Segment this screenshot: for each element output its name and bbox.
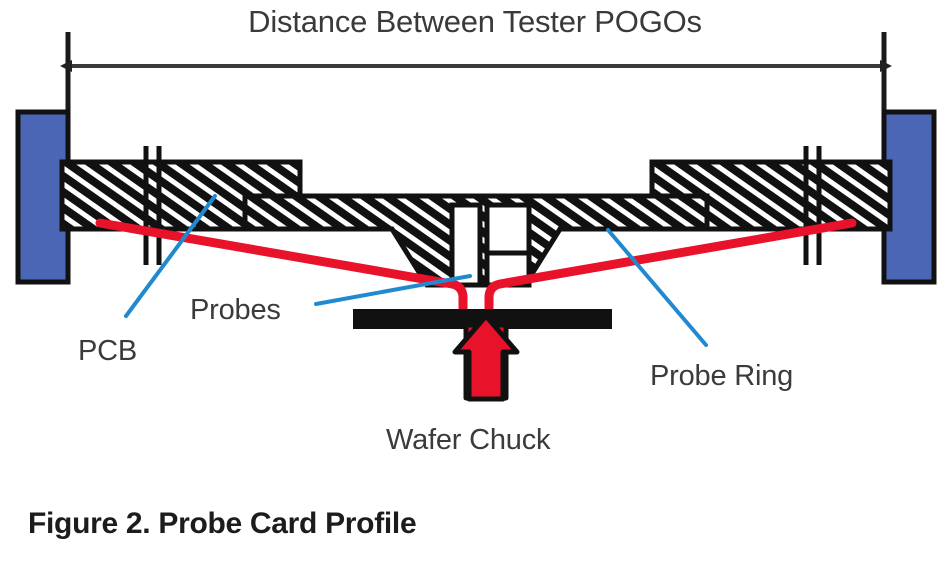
label-probes: Probes [190, 294, 281, 326]
label-pcb: PCB [78, 335, 137, 367]
probe-deflection-lines [95, 218, 857, 321]
diagram-labels: PCB Probes Probe Ring Wafer Chuck [78, 294, 793, 456]
dimension-group: Distance Between Tester POGOs [60, 4, 892, 122]
fastener-screws [143, 146, 822, 265]
probe-line-right [484, 218, 857, 321]
center-cutout-right-upper [484, 202, 532, 256]
leader-lines [124, 194, 708, 347]
figure-caption: Figure 2. Probe Card Profile [28, 507, 416, 540]
dimension-title: Distance Between Tester POGOs [248, 4, 702, 39]
leader-line-probe-ring [606, 228, 708, 347]
center-cutout-left [449, 202, 483, 288]
wafer-chuck-group [353, 309, 612, 402]
wafer-chuck-arrow-shape [452, 313, 520, 402]
probe-line-left [95, 218, 468, 321]
label-probe-ring: Probe Ring [650, 360, 793, 392]
label-wafer-chuck: Wafer Chuck [386, 424, 551, 456]
pcb-probe-ring-body [59, 159, 893, 288]
leader-line-pcb [124, 194, 217, 318]
leader-line-probes [314, 274, 472, 306]
